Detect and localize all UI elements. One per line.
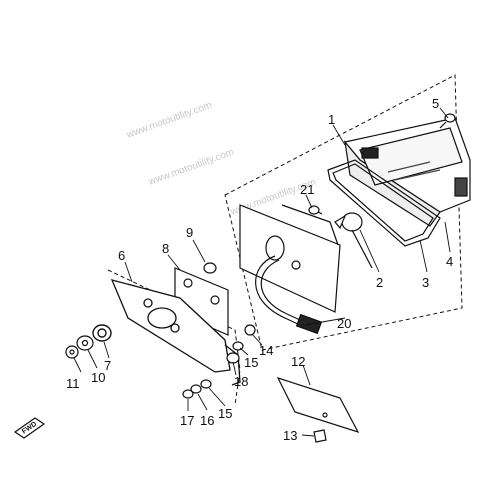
callout-14: 14 xyxy=(259,343,273,358)
fwd-arrow-badge: FWD xyxy=(13,417,46,439)
leader-lines xyxy=(73,107,451,437)
nut-11 xyxy=(65,345,79,359)
callout-13: 13 xyxy=(283,428,297,443)
callout-12: 12 xyxy=(291,354,305,369)
bolt-13 xyxy=(313,429,327,443)
callout-6: 6 xyxy=(118,248,125,263)
grommet-7 xyxy=(92,324,112,342)
callout-20: 20 xyxy=(337,316,351,331)
callout-3: 3 xyxy=(422,275,429,290)
watermark-1: www.motoutility.com xyxy=(124,100,213,141)
assembly-boundary xyxy=(224,74,463,351)
callout-16: 16 xyxy=(200,413,214,428)
screw-5 xyxy=(439,113,456,129)
lamp-base-plate xyxy=(239,204,341,313)
callout-5: 5 xyxy=(432,96,439,111)
callout-4: 4 xyxy=(446,254,453,269)
callout-21: 21 xyxy=(300,182,314,197)
license-plate xyxy=(276,376,360,434)
washer-10 xyxy=(76,335,94,351)
callout-15-lower: 15 xyxy=(218,406,232,421)
callout-2: 2 xyxy=(376,275,383,290)
gasket xyxy=(327,159,441,247)
callout-7: 7 xyxy=(104,358,111,373)
callout-1: 1 xyxy=(328,112,335,127)
nut-17 xyxy=(182,389,194,399)
bulb xyxy=(334,212,373,269)
screw-21 xyxy=(308,205,323,215)
callout-10: 10 xyxy=(91,370,105,385)
tail-lamp-housing xyxy=(343,117,471,227)
callout-18: 18 xyxy=(234,374,248,389)
washer-15b xyxy=(200,379,212,389)
license-plate-holder xyxy=(110,279,241,386)
washer-16 xyxy=(190,384,202,394)
callout-8: 8 xyxy=(162,241,169,256)
nut-9 xyxy=(203,262,217,274)
callout-15-upper: 15 xyxy=(244,355,258,370)
callout-17: 17 xyxy=(180,413,194,428)
nut-18 xyxy=(226,352,240,364)
callout-9: 9 xyxy=(186,225,193,240)
bolt-14 xyxy=(244,324,256,336)
callout-11: 11 xyxy=(66,376,80,391)
watermark-2: www.motoutility.com xyxy=(146,147,235,188)
